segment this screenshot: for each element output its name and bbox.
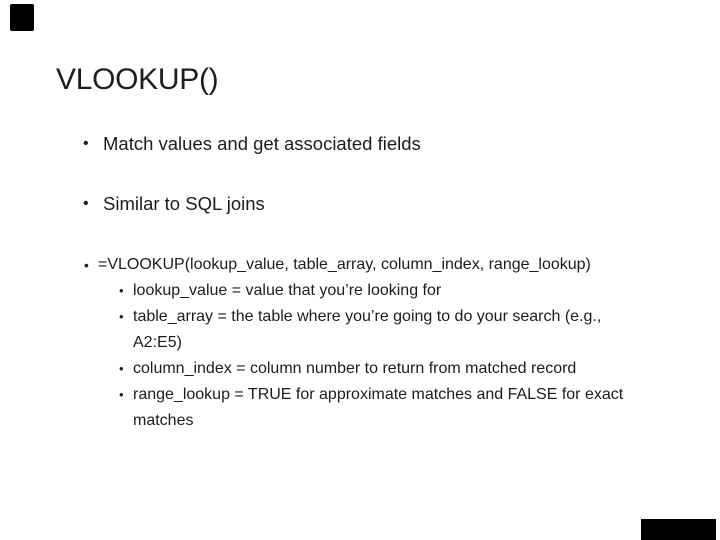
formula-text: =VLOOKUP(lookup_value, table_array, colu…: [98, 256, 591, 273]
corner-mark-bottom-right: [641, 519, 716, 540]
sub-bullet-column-index: • column_index = column number to return…: [119, 356, 623, 382]
sub-bullet-text: column_index = column number to return f…: [133, 356, 576, 382]
bullet-icon: •: [119, 387, 124, 402]
bullet-text: Similar to SQL joins: [103, 193, 265, 214]
sub-bullet-text: lookup_value = value that you’re looking…: [133, 278, 441, 304]
bullet-icon: •: [83, 195, 89, 212]
sub-bullet-line: table_array = the table where you’re goi…: [133, 308, 602, 325]
sub-bullet-range-lookup: • range_lookup = TRUE for approximate ma…: [119, 382, 623, 434]
bullet-item-formula: • =VLOOKUP(lookup_value, table_array, co…: [84, 254, 591, 276]
sub-bullet-line: range_lookup = TRUE for approximate matc…: [133, 386, 624, 403]
sub-bullet-text: table_array = the table where you’re goi…: [133, 304, 601, 356]
bullet-item-sql-joins: • Similar to SQL joins: [83, 192, 265, 215]
formula-sub-bullets: • lookup_value = value that you’re looki…: [119, 278, 623, 434]
bullet-icon: •: [83, 135, 89, 152]
bullet-icon: •: [84, 257, 89, 273]
slide-title: VLOOKUP(): [56, 63, 219, 96]
corner-mark-top-left: [10, 4, 34, 31]
sub-bullet-line: matches: [133, 412, 194, 429]
sub-bullet-line: A2:E5): [133, 334, 182, 351]
bullet-icon: •: [119, 361, 124, 376]
sub-bullet-line: lookup_value = value that you’re looking…: [133, 282, 442, 299]
sub-bullet-line: column_index = column number to return f…: [133, 360, 577, 377]
bullet-icon: •: [119, 283, 124, 298]
bullet-icon: •: [119, 309, 124, 324]
sub-bullet-text: range_lookup = TRUE for approximate matc…: [133, 382, 623, 434]
bullet-item-match-values: • Match values and get associated fields: [83, 132, 421, 155]
bullet-text: Match values and get associated fields: [103, 133, 421, 154]
sub-bullet-lookup-value: • lookup_value = value that you’re looki…: [119, 278, 623, 304]
sub-bullet-table-array: • table_array = the table where you’re g…: [119, 304, 623, 356]
